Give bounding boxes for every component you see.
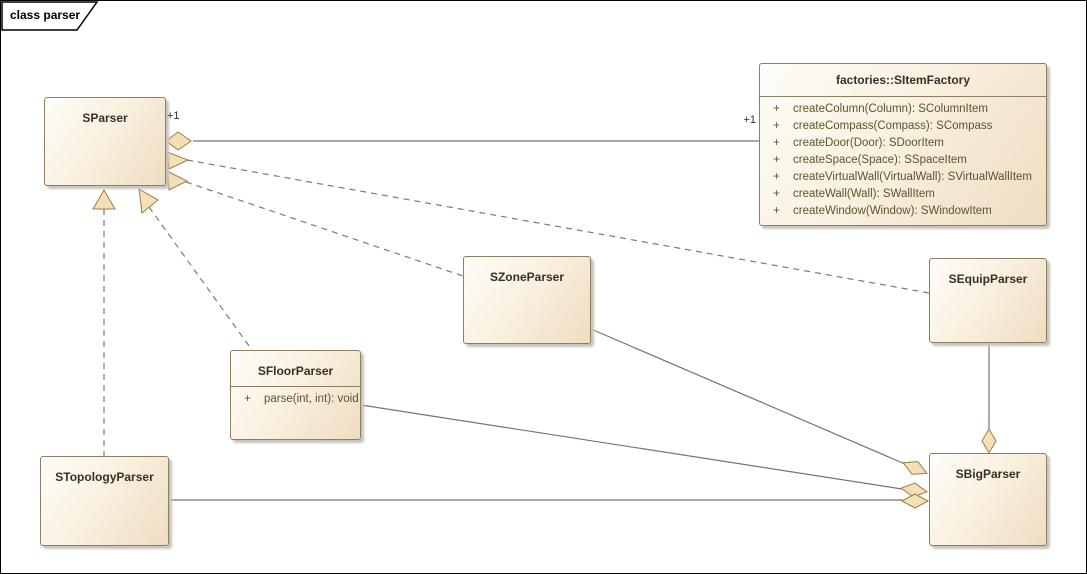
method-signature: createSpace(Space): SSpaceItem [793, 154, 967, 166]
aggregation-diamond-icon [900, 493, 930, 509]
visibility-label: + [773, 120, 780, 132]
multiplicity-label-factory-end: +1 [743, 114, 756, 126]
class-box-sfloorparser[interactable]: SFloorParser + parse(int, int): void [230, 350, 361, 440]
method-signature: createWall(Wall): SWallItem [793, 188, 935, 200]
class-title: factories::SItemFactory [835, 73, 971, 87]
generalization-arrow-icon [92, 189, 116, 210]
operations-compartment: + createColumn(Column): SColumnItem + crea… [760, 96, 1046, 220]
multiplicity-label-sparser-end: +1 [167, 110, 180, 122]
class-title: SParser [82, 111, 128, 125]
class-title: SEquipParser [948, 272, 1028, 286]
connector-aggregation-szone-sbig[interactable] [590, 328, 906, 465]
method-signature: createColumn(Column): SColumnItem [793, 103, 988, 115]
class-box-szoneparser[interactable]: SZoneParser [463, 256, 591, 344]
visibility-label: + [773, 205, 780, 217]
aggregation-diamond-icon [165, 131, 192, 151]
visibility-label: + [244, 393, 251, 405]
method-row: + createColumn(Column): SColumnItem [769, 101, 1042, 118]
method-row: + createVirtualWall(VirtualWall): SVirtua… [769, 169, 1042, 186]
visibility-label: + [773, 137, 780, 149]
connector-aggregation-sfloor-sbig[interactable] [360, 404, 903, 490]
method-signature: createDoor(Door): SDoorItem [793, 137, 944, 149]
generalization-arrow-icon [166, 151, 190, 170]
method-signature: parse(int, int): void [264, 393, 359, 405]
visibility-label: + [773, 188, 780, 200]
diagram-frame-tab [1, 1, 99, 31]
method-signature: createWindow(Window): SWindowItem [793, 205, 992, 217]
connector-dashed-sparser-sequip[interactable] [186, 159, 930, 294]
method-row: + createDoor(Door): SDoorItem [769, 135, 1042, 152]
method-signature: createCompass(Compass): SCompass [793, 120, 993, 132]
method-row: + createSpace(Space): SSpaceItem [769, 152, 1042, 169]
operations-compartment: + parse(int, int): void [231, 386, 360, 408]
connector-dashed-sfloor-sparser[interactable] [148, 206, 253, 351]
visibility-label: + [773, 103, 780, 115]
generalization-arrow-icon [166, 170, 189, 191]
method-row: + createCompass(Compass): SCompass [769, 118, 1042, 135]
class-title: STopologyParser [55, 470, 154, 484]
aggregation-diamond-icon [981, 428, 997, 454]
visibility-label: + [773, 154, 780, 166]
class-title: SZoneParser [489, 270, 565, 284]
generalization-arrow-icon [138, 188, 159, 214]
class-box-sitemfactory[interactable]: factories::SItemFactory + createColumn(Co… [759, 63, 1047, 226]
method-signature: createVirtualWall(VirtualWall): SVirtual… [793, 171, 1033, 183]
class-box-stopologyparser[interactable]: STopologyParser [40, 456, 169, 546]
class-box-sbigparser[interactable]: SBigParser [929, 453, 1047, 546]
class-box-sparser[interactable]: SParser [44, 97, 166, 186]
diagram-frame-tab-label: class parser [10, 8, 81, 22]
class-title: SFloorParser [257, 364, 334, 378]
class-box-sequipparser[interactable]: SEquipParser [929, 258, 1047, 343]
connector-dashed-sparser-szone[interactable] [185, 181, 464, 277]
visibility-label: + [773, 171, 780, 183]
aggregation-diamond-icon [902, 461, 928, 475]
class-title: SBigParser [955, 467, 1021, 481]
method-row: + createWindow(Window): SWindowItem [769, 203, 1042, 220]
method-row: + parse(int, int): void [240, 391, 359, 408]
method-row: + createWall(Wall): SWallItem [769, 186, 1042, 203]
